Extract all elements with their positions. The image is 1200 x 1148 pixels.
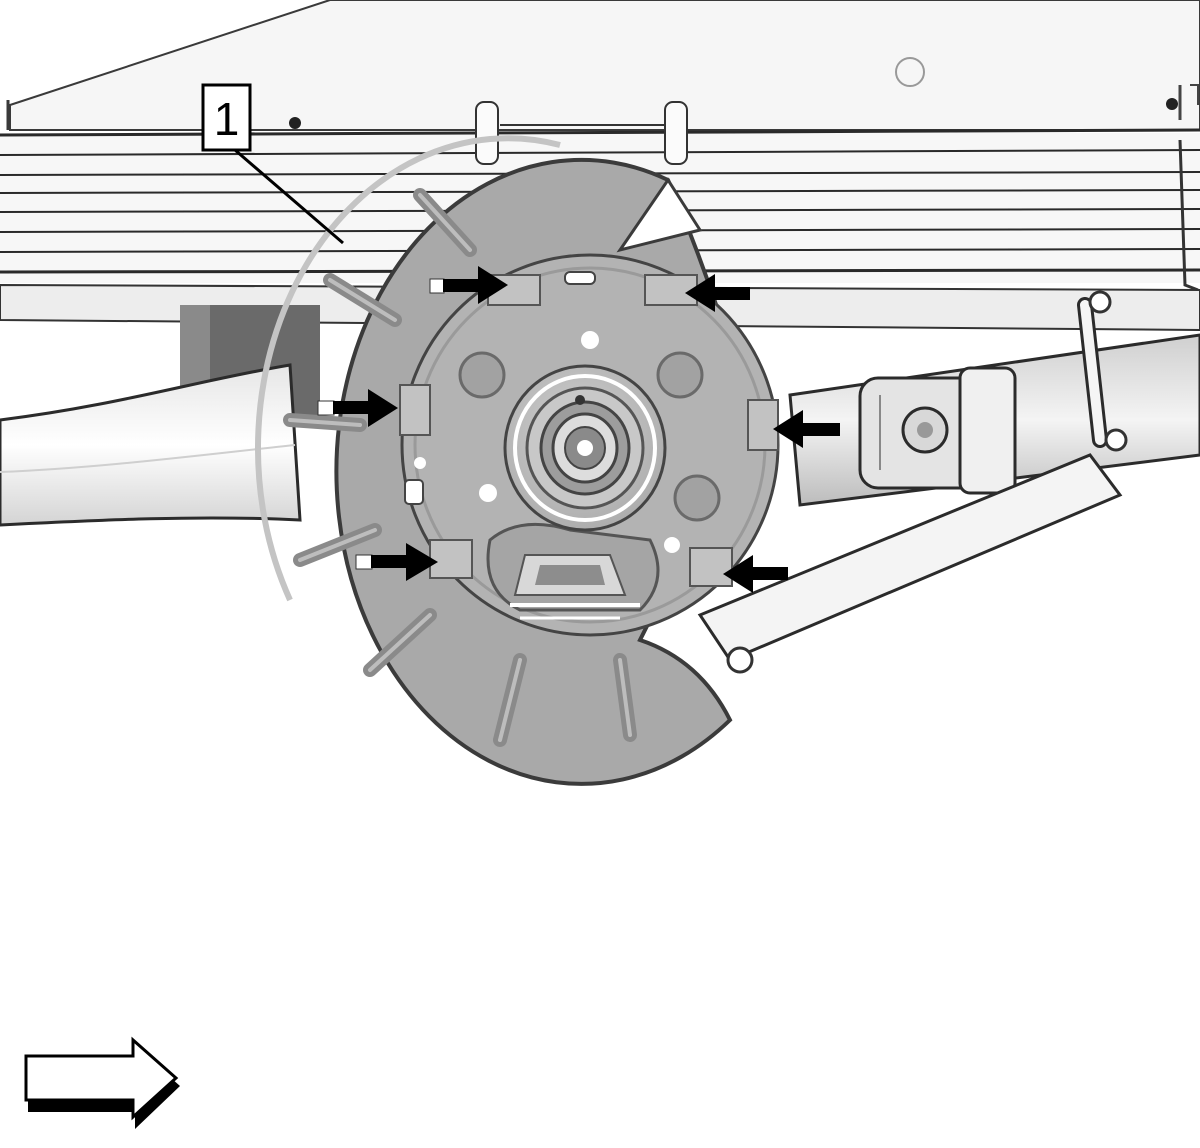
callout-number: 1 (214, 93, 240, 145)
left-axle-tube (0, 363, 302, 527)
stabilizer-link (1077, 290, 1128, 452)
hollow-right-arrow-icon (24, 1036, 180, 1129)
black-arrow-icon (355, 543, 438, 581)
wheel-hub (503, 364, 667, 532)
black-arrow-icon (723, 555, 788, 593)
black-arrow-icon (429, 266, 508, 304)
drive-shaft (788, 333, 1200, 507)
lower-control-arm (697, 453, 1123, 674)
callout-box (201, 83, 252, 152)
black-arrow-icon (685, 274, 750, 312)
black-arrow-icon (317, 389, 398, 427)
fastener-arrows (317, 266, 840, 593)
part-callout: 1 (201, 83, 344, 245)
black-arrow-icon (773, 410, 840, 448)
vehicle-frame (6, 0, 1200, 131)
